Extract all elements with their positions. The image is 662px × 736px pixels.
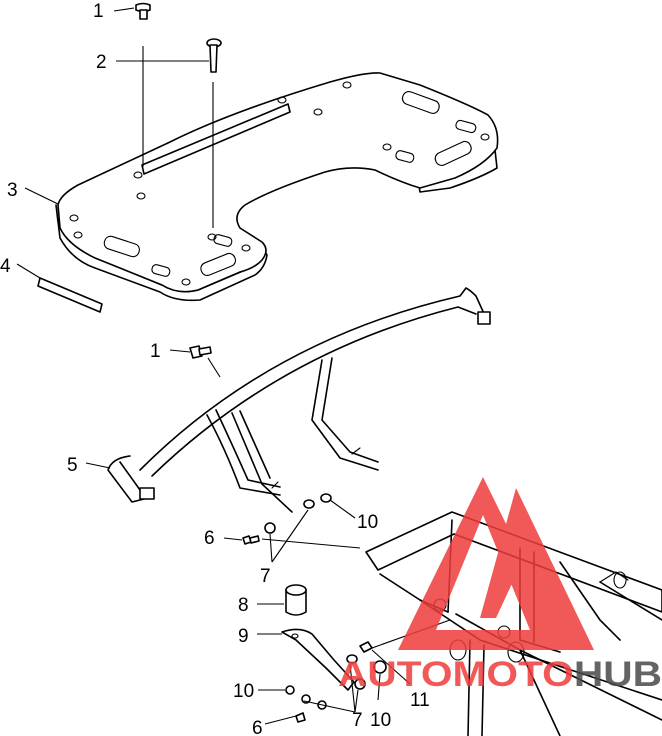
callout-10-left: 10 [233, 681, 254, 702]
callout-2: 2 [96, 52, 107, 73]
callout-5: 5 [67, 455, 78, 476]
watermark-triangle-icon [398, 477, 594, 650]
callout-10-bottom: 10 [370, 710, 391, 731]
bolt-6-bottom[interactable] [295, 712, 306, 723]
bracket-9[interactable] [281, 628, 355, 691]
callout-7-mid: 7 [260, 566, 271, 587]
callout-7-bottom: 7 [352, 710, 363, 731]
bolt-6-mid[interactable] [242, 535, 260, 545]
callout-4: 4 [0, 256, 11, 277]
spacer-8[interactable] [285, 584, 307, 616]
bolt-top[interactable] [135, 2, 151, 20]
nut-10-mid[interactable] [320, 493, 332, 503]
slot-holes [103, 91, 477, 277]
bolt-long[interactable] [206, 38, 222, 73]
watermark-text-auto: AUTO [338, 655, 453, 694]
callout-6-mid: 6 [204, 528, 215, 549]
watermark-text-hub: HUB [574, 655, 662, 694]
callout-9: 9 [238, 626, 249, 647]
callout-labels: 1 2 3 4 1 5 6 7 10 8 9 10 6 7 10 11 [0, 1, 430, 736]
callout-6-bottom: 6 [252, 718, 263, 736]
bolt-holes [69, 81, 490, 286]
rack-plate[interactable] [55, 72, 499, 302]
watermark-text-moto: MOTO [453, 655, 574, 694]
callout-8: 8 [238, 595, 249, 616]
callout-10-mid: 10 [357, 512, 378, 533]
rack-frame[interactable] [107, 287, 491, 513]
callout-11: 11 [410, 690, 430, 711]
washers-7-mid[interactable] [264, 499, 315, 534]
callout-3: 3 [7, 180, 18, 201]
fastener-11[interactable] [359, 641, 373, 653]
bolt-frame[interactable] [189, 345, 212, 359]
strip[interactable] [37, 277, 103, 313]
callout-1-top: 1 [93, 1, 104, 22]
leader-lines [16, 7, 451, 725]
callout-1-mid: 1 [150, 341, 161, 362]
